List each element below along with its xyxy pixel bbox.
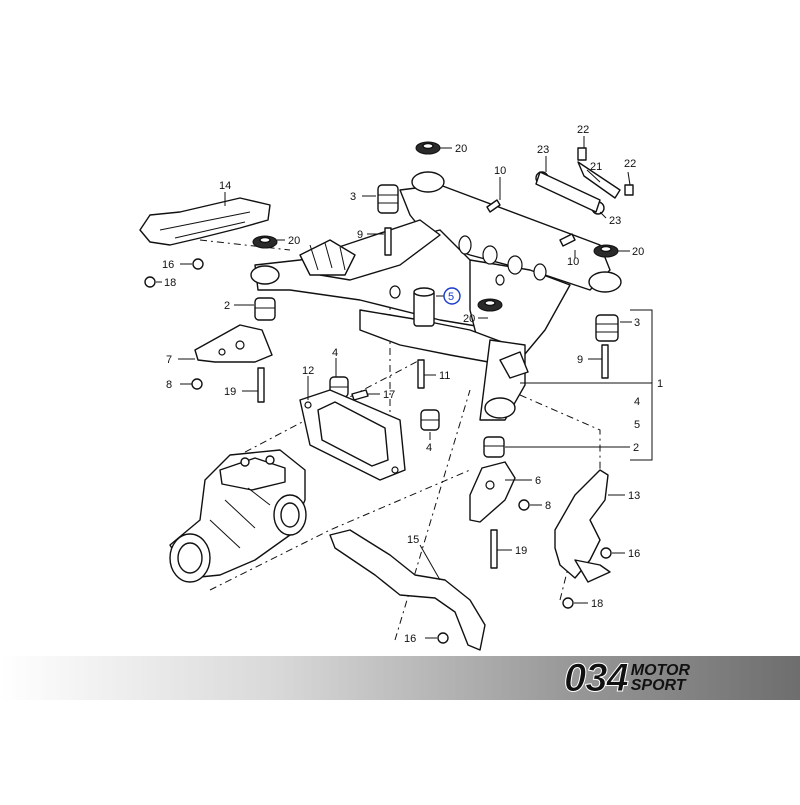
label-17: 17: [383, 389, 395, 401]
bracket-6: [469, 461, 516, 523]
label-22: 22: [624, 158, 636, 170]
label-10: 10: [567, 256, 579, 268]
label-18: 18: [164, 277, 176, 289]
label-5-highlighted: 5: [448, 291, 454, 303]
label-9: 9: [577, 354, 583, 366]
label-19: 19: [224, 386, 236, 398]
label-4: 4: [426, 442, 432, 454]
label-23: 23: [537, 144, 549, 156]
label-5-right: 5: [634, 419, 640, 431]
label-16: 16: [628, 548, 640, 560]
callout-labels: 20 10 3 23 22 21 22 23 14 9 20 10 20 16 …: [162, 124, 663, 645]
label-22: 22: [577, 124, 589, 136]
label-14: 14: [219, 180, 231, 192]
label-21: 21: [590, 161, 602, 173]
brand-number: 034: [563, 655, 629, 700]
label-18: 18: [591, 598, 603, 610]
label-8: 8: [166, 379, 172, 391]
link-21: [535, 171, 601, 213]
label-3: 3: [350, 191, 356, 203]
label-3: 3: [634, 317, 640, 329]
brand-logo: 034 MOTOR SPORT: [563, 655, 690, 700]
brand-line-sport: SPORT: [630, 677, 686, 694]
label-13: 13: [628, 490, 640, 502]
label-16: 16: [162, 259, 174, 271]
bolts: [144, 147, 634, 644]
label-11: 11: [439, 370, 450, 382]
label-23: 23: [609, 215, 621, 227]
leader-lines: [156, 136, 653, 639]
shield-13: [554, 469, 609, 579]
label-8: 8: [545, 500, 551, 512]
subframe: [250, 171, 622, 421]
label-20: 20: [455, 143, 467, 155]
label-20: 20: [288, 235, 300, 247]
label-7: 7: [166, 354, 172, 366]
label-19: 19: [515, 545, 527, 557]
label-1: 1: [657, 378, 663, 390]
label-2: 2: [633, 442, 639, 454]
brand-wordmark: MOTOR SPORT: [630, 662, 690, 694]
label-4-right: 4: [634, 396, 640, 408]
highlight-ring-5: [443, 287, 461, 305]
label-4: 4: [332, 347, 338, 359]
bracket-7: [194, 324, 273, 363]
label-6: 6: [535, 475, 541, 487]
label-9: 9: [357, 229, 363, 241]
label-12: 12: [302, 365, 314, 377]
shield-15: [329, 529, 486, 651]
bushings: [252, 141, 619, 458]
label-20: 20: [632, 246, 644, 258]
label-20: 20: [463, 313, 475, 325]
label-2: 2: [224, 300, 230, 312]
label-10: 10: [494, 165, 506, 177]
label-16: 16: [404, 633, 416, 645]
differential: [169, 449, 307, 583]
brand-banner: [0, 656, 800, 700]
label-15: 15: [407, 534, 419, 546]
brand-line-motor: MOTOR: [630, 662, 690, 679]
